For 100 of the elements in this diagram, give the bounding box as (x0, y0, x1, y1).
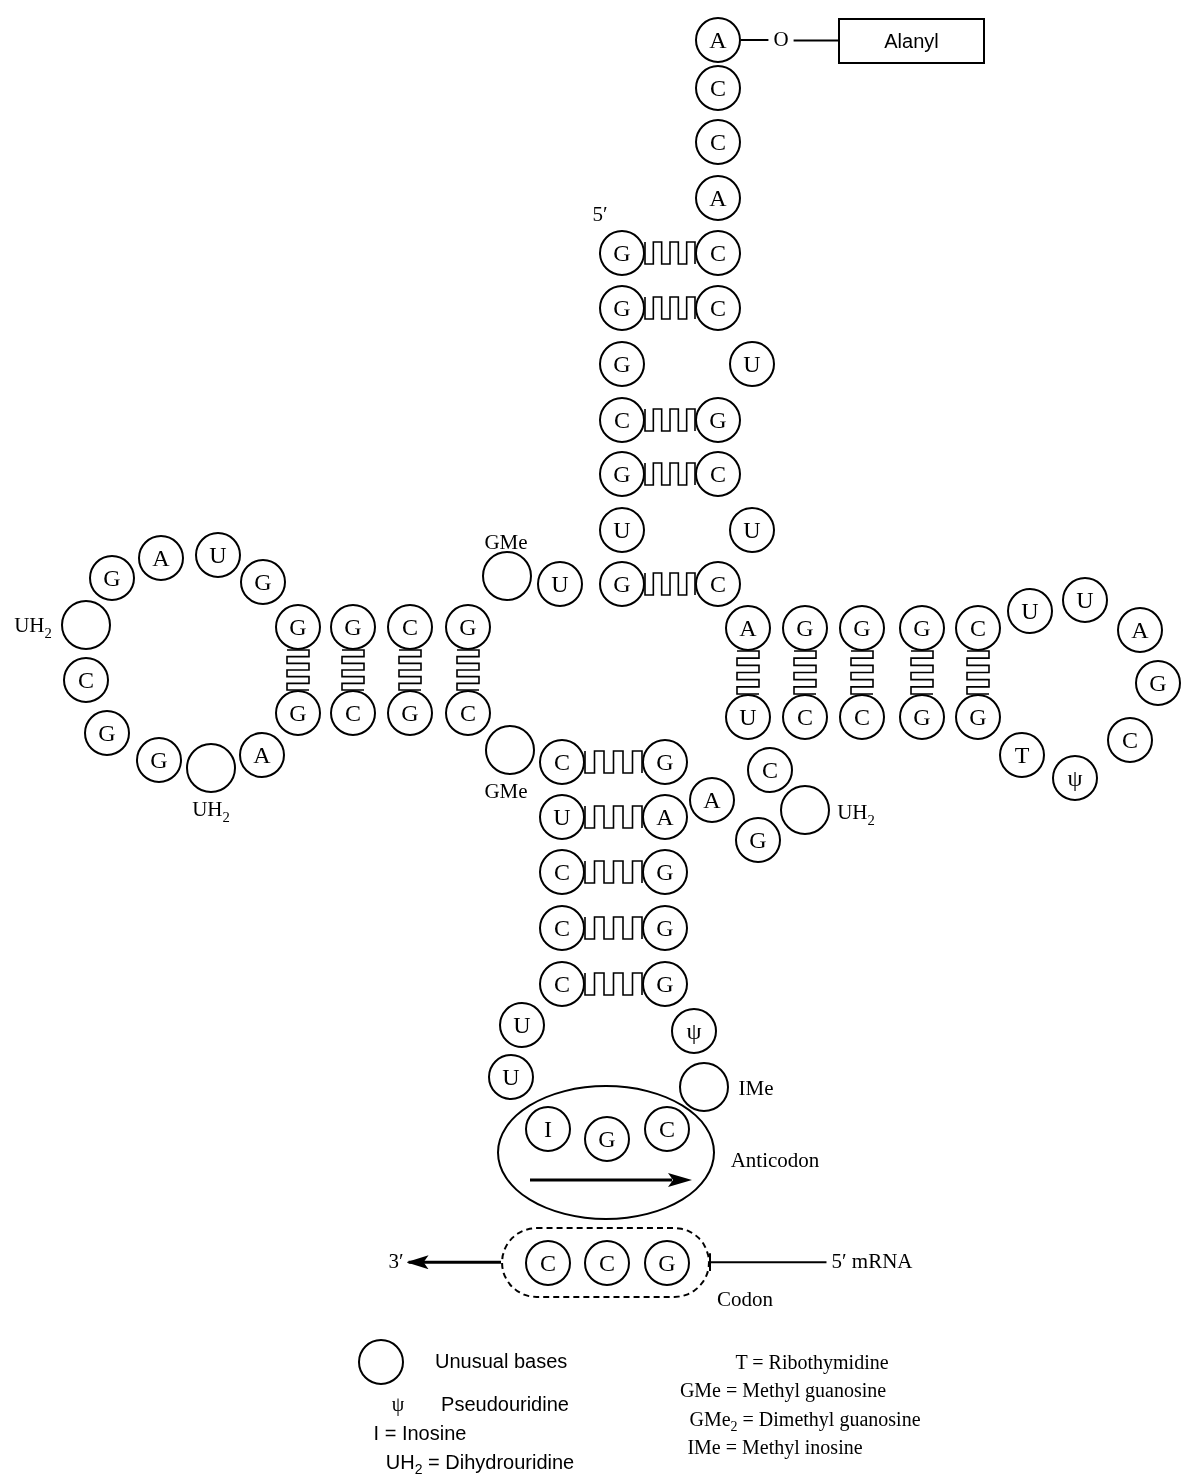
base-letter: C (554, 860, 570, 884)
base-circle (695, 397, 741, 443)
base-letter: C (710, 76, 726, 100)
base-pair-bond (793, 650, 817, 695)
base-pair-bond (736, 650, 760, 695)
base-circle (539, 739, 585, 785)
base-circle (89, 555, 135, 601)
base-letter: G (401, 701, 419, 725)
base-circle (275, 690, 321, 736)
base-pair-bond (644, 241, 696, 265)
base-letter: C (710, 572, 726, 596)
base-letter: C (554, 750, 570, 774)
base-letter: U (1021, 599, 1039, 623)
base-letter: C (554, 972, 570, 996)
base-letter: G (656, 750, 674, 774)
base-circle (725, 605, 771, 651)
base-pair-bond (644, 572, 696, 596)
base-circle (729, 341, 775, 387)
base-letter: G (613, 241, 631, 265)
base-annotation: UH$_{2}$ (14, 614, 52, 638)
legend-text: IMe = Methyl inosine (687, 1436, 863, 1458)
pseudouridine-symbol: ψ (391, 1393, 405, 1415)
base-circle (695, 561, 741, 607)
base-annotation: UH$_{2}$ (192, 798, 230, 822)
base-circle (642, 794, 688, 840)
base-circle (445, 604, 491, 650)
base-circle (695, 17, 741, 63)
base-circle (695, 175, 741, 221)
base-pair-bond (398, 649, 422, 691)
base-letter: C (710, 241, 726, 265)
base-pair-bond (286, 649, 310, 691)
base-circle (275, 604, 321, 650)
base-circle (239, 732, 285, 778)
base-circle (488, 1054, 534, 1100)
base-pair-bond (850, 650, 874, 695)
base-circle (539, 794, 585, 840)
connector-line (792, 39, 839, 42)
base-letter: G (598, 1127, 616, 1151)
residue-label: Alanyl (884, 31, 939, 51)
strand-end-label: 5′ mRNA (826, 1250, 918, 1274)
base-pair-bond (456, 649, 480, 691)
base-letter: G (658, 1251, 676, 1275)
base-pair-bond (584, 916, 643, 940)
base-letter: C (762, 758, 778, 782)
connector-line (740, 39, 770, 41)
base-letter: G (969, 705, 987, 729)
unusual-base-circle (679, 1062, 729, 1112)
base-circle (1007, 588, 1053, 634)
base-circle (899, 605, 945, 651)
base-letter: ψ (1067, 766, 1083, 790)
base-letter: A (656, 805, 674, 829)
base-pair-bond (644, 408, 696, 432)
base-letter: C (540, 1251, 556, 1275)
base-pair-bond (584, 750, 643, 774)
codon-frame (501, 1227, 710, 1298)
base-circle (1135, 660, 1181, 706)
base-letter: G (1149, 671, 1167, 695)
base-letter: G (289, 701, 307, 725)
base-circle (839, 605, 885, 651)
base-pair-bond (584, 805, 643, 829)
base-letter: C (345, 701, 361, 725)
base-letter: U (739, 705, 757, 729)
base-circle (1117, 607, 1163, 653)
base-circle (839, 694, 885, 740)
base-circle (240, 559, 286, 605)
base-letter: G (656, 972, 674, 996)
base-circle (599, 397, 645, 443)
base-circle (584, 1240, 630, 1286)
base-letter: A (709, 186, 727, 210)
base-letter: C (460, 701, 476, 725)
base-pair-bond (910, 650, 934, 695)
base-letter: G (613, 352, 631, 376)
unusual-base-circle (482, 551, 532, 601)
base-letter: U (209, 543, 227, 567)
base-letter: C (659, 1117, 675, 1141)
legend-text: I = Inosine (373, 1422, 467, 1444)
base-letter: C (78, 668, 94, 692)
base-letter: A (152, 546, 170, 570)
base-letter: U (743, 352, 761, 376)
unusual-base-circle (61, 600, 111, 650)
base-circle (1062, 577, 1108, 623)
base-letter: G (656, 916, 674, 940)
base-circle (584, 1116, 630, 1162)
base-circle (539, 905, 585, 951)
base-letter: C (854, 705, 870, 729)
base-letter: A (739, 616, 757, 640)
base-letter: G (796, 616, 814, 640)
base-circle (725, 694, 771, 740)
base-letter: C (797, 705, 813, 729)
base-letter: G (613, 572, 631, 596)
base-circle (599, 285, 645, 331)
base-letter: G (344, 615, 362, 639)
base-pair-bond (341, 649, 365, 691)
base-letter: C (710, 462, 726, 486)
base-circle (695, 451, 741, 497)
base-letter: I (544, 1117, 552, 1141)
legend-text: GMe = Methyl guanosine (679, 1379, 887, 1401)
base-pair-bond (584, 972, 643, 996)
base-circle (539, 961, 585, 1007)
base-circle (539, 849, 585, 895)
